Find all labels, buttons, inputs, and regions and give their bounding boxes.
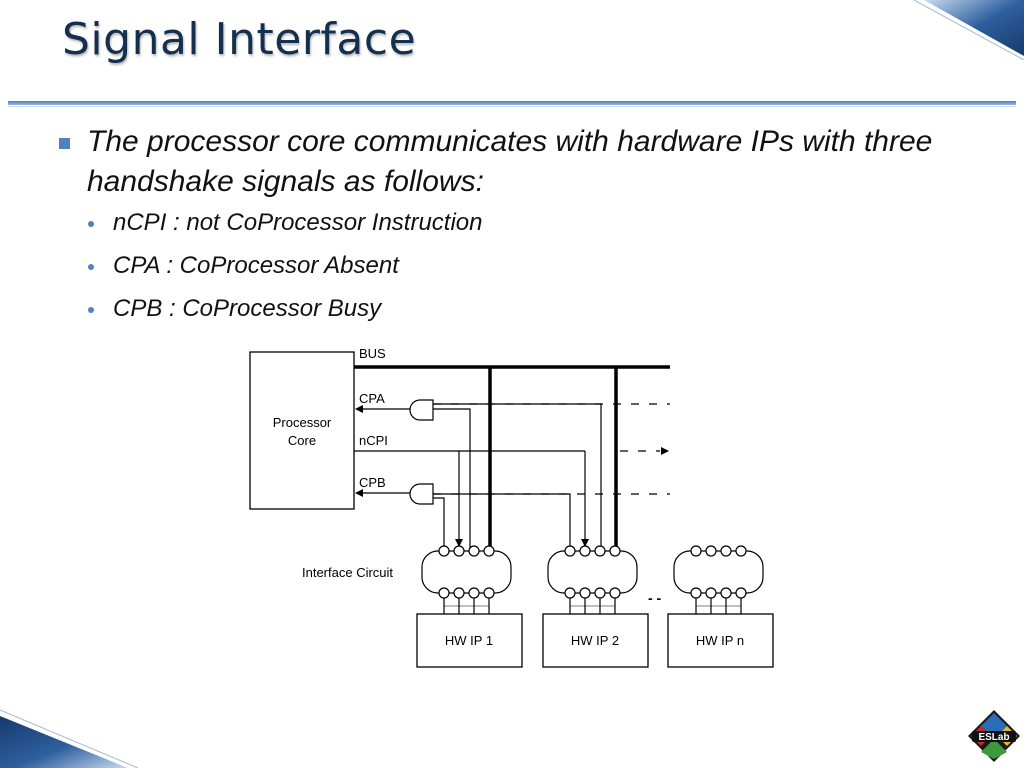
interface-ip2-connections xyxy=(569,598,616,614)
interface-circuit-1 xyxy=(421,550,512,594)
main-bullet-text: The processor core communicates with har… xyxy=(87,125,933,198)
sub-bullet-cpb: CPB : CoProcessor Busy xyxy=(55,294,985,337)
interface-circuit-label: Interface Circuit xyxy=(302,565,393,580)
title-divider xyxy=(8,101,1016,105)
hw-ip-1-box xyxy=(416,613,523,668)
cpa-label: CPA xyxy=(359,391,385,406)
sub-bullet-text: nCPI : not CoProcessor Instruction xyxy=(113,209,483,236)
interface-ipn-connections xyxy=(695,598,742,614)
interface-circuit-2 xyxy=(547,550,638,594)
top-right-corner-decoration xyxy=(913,0,1024,60)
square-bullet-icon xyxy=(59,138,70,149)
sub-bullet-list: nCPI : not CoProcessor Instruction CPA :… xyxy=(55,208,985,337)
hw-ip-n-box xyxy=(667,613,774,668)
processor-core-box xyxy=(249,351,355,510)
cpb-wire-ip2 xyxy=(433,493,571,550)
dot-bullet-icon xyxy=(88,264,94,270)
ellipsis-dashes: - - xyxy=(648,590,662,606)
interface-pins-2 xyxy=(564,545,621,599)
cpb-label: CPB xyxy=(359,475,386,490)
slide-title: Signal Interface xyxy=(62,14,417,65)
dot-bullet-icon xyxy=(88,307,94,313)
processor-core-label-line2: Core xyxy=(288,433,316,448)
bus-label: BUS xyxy=(359,346,386,361)
sub-bullet-text: CPB : CoProcessor Busy xyxy=(113,295,382,322)
cpa-wire-ip1 xyxy=(433,408,471,550)
title-divider-highlight xyxy=(8,106,1016,107)
hw-ip-2-label: HW IP 2 xyxy=(571,633,619,648)
cpa-wire-ip2 xyxy=(433,403,602,550)
sub-bullet-text: CPA : CoProcessor Absent xyxy=(113,252,399,279)
cpa-and-gate xyxy=(409,399,434,421)
interface-ip1-connections xyxy=(443,598,490,614)
eslab-logo-text: ESLab xyxy=(978,732,1009,743)
hw-ip-2-box xyxy=(542,613,649,668)
processor-core-label-line1: Processor xyxy=(273,415,332,430)
bottom-left-corner-decoration xyxy=(0,709,139,768)
ncpi-arrowhead-icon xyxy=(661,447,669,455)
interface-pins-1 xyxy=(438,545,495,599)
slide-content: The processor core communicates with har… xyxy=(55,122,985,337)
interface-circuit-n xyxy=(673,550,764,594)
sub-bullet-ncpi: nCPI : not CoProcessor Instruction xyxy=(55,208,985,251)
cpb-and-gate xyxy=(409,483,434,505)
eslab-logo: ESLab xyxy=(968,710,1020,762)
main-bullet: The processor core communicates with har… xyxy=(55,122,985,202)
interface-pins-n xyxy=(690,545,747,599)
hw-ip-n-label: HW IP n xyxy=(696,633,744,648)
ncpi-label: nCPI xyxy=(359,433,388,448)
cpb-wire-ip1 xyxy=(433,497,445,550)
dot-bullet-icon xyxy=(88,221,94,227)
sub-bullet-cpa: CPA : CoProcessor Absent xyxy=(55,251,985,294)
hw-ip-1-label: HW IP 1 xyxy=(445,633,493,648)
